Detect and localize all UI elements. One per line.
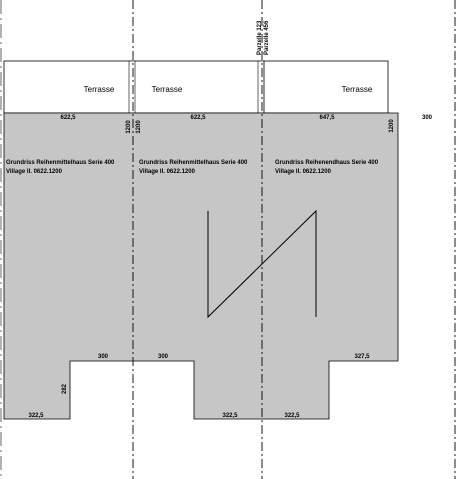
unit-1-title: Grundriss Reihenmittelhaus Serie 400 [6,160,115,166]
dim-wall-2: 1200 [136,120,142,134]
dim-wall-3: 1200 [389,119,395,133]
unit-2-code: Village II. 0622.1200 [139,169,196,175]
terrace-partition-1 [128,60,136,114]
unit-1-code: Village II. 0622.1200 [6,169,63,175]
dim-left-height: 282 [62,383,68,394]
dim-right-offset: 300 [422,115,433,121]
unit-3-code: Village II. 0622.1200 [275,169,332,175]
terrace-strip [3,60,389,114]
dim-bottom-1: 322,5 [28,413,44,419]
dim-bottom-3: 322,5 [284,413,300,419]
dim-wall-1: 1200 [126,120,132,134]
dim-top-1: 622,5 [60,115,76,121]
dim-top-2: 622,5 [190,115,206,121]
parcel-label-right: Parzelle 456 [264,20,270,55]
unit-2-title: Grundriss Reihenmittelhaus Serie 400 [139,160,248,166]
terrace-partition-2 [257,60,265,114]
terrace-label-2: Terrasse [152,85,183,94]
terrace-label-1: Terrasse [84,85,115,94]
dim-bottom-left-step: 300 [98,354,109,360]
staircase-symbol [207,209,317,319]
terrace-label-3: Terrasse [342,85,373,94]
dim-bottom-mid-step: 300 [158,354,169,360]
dim-bottom-right-step: 327,5 [354,354,370,360]
dim-top-3: 647,5 [319,115,335,121]
building-footprint [3,112,399,420]
unit-3-title: Grundriss Reihenendhaus Serie 400 [275,160,379,166]
parcel-label-left: Parzelle 123 [257,20,263,55]
dim-bottom-2: 322,5 [222,413,238,419]
